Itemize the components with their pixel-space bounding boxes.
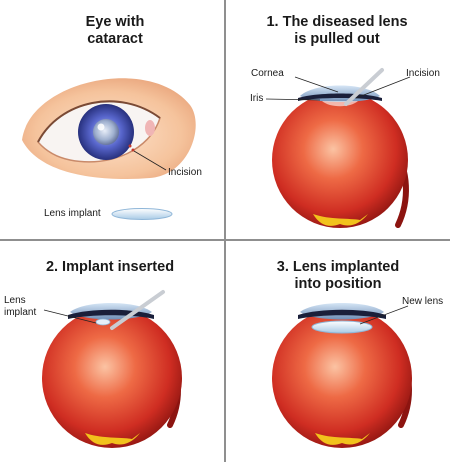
eye-lens-removal-drawing: [265, 68, 411, 228]
horizontal-divider: [0, 239, 450, 241]
panel-4-title-line1: 3. Lens implanted: [276, 259, 400, 275]
panel-4-title-line2: into position: [294, 276, 382, 292]
panel-3-title-line1: 2. Implant inserted: [45, 259, 175, 275]
iris-label: Iris: [250, 93, 264, 104]
panel-2-title-line1: 1. The diseased lens: [266, 14, 408, 30]
panel-3-title: 2. Implant inserted: [20, 259, 200, 276]
lens-implant-label-line2: implant: [4, 307, 37, 318]
vertical-divider: [224, 0, 226, 462]
incision-label-2: Incision: [406, 68, 440, 79]
new-lens-label: New lens: [402, 296, 444, 307]
lens-implant-label: Lens implant: [44, 208, 101, 219]
incision-label: Incision: [168, 167, 202, 178]
panel-1-title-line2: cataract: [87, 31, 143, 47]
eye-implant-insertion-drawing: [42, 290, 182, 448]
panel-2-title-line2: is pulled out: [294, 31, 380, 47]
lens-implant-label-2: Lens implant: [4, 295, 36, 319]
panel-2-title: 1. The diseased lens is pulled out: [237, 14, 437, 48]
cornea-label: Cornea: [251, 68, 284, 79]
panel-4-title: 3. Lens implanted into position: [253, 259, 423, 293]
lens-implant-label-line1: Lens: [4, 295, 26, 306]
eye-new-lens-drawing: [272, 303, 412, 448]
panel-1-title-line1: Eye with: [85, 14, 145, 30]
cataract-eye-drawing: [22, 78, 196, 220]
panel-1-title: Eye with cataract: [40, 14, 190, 48]
